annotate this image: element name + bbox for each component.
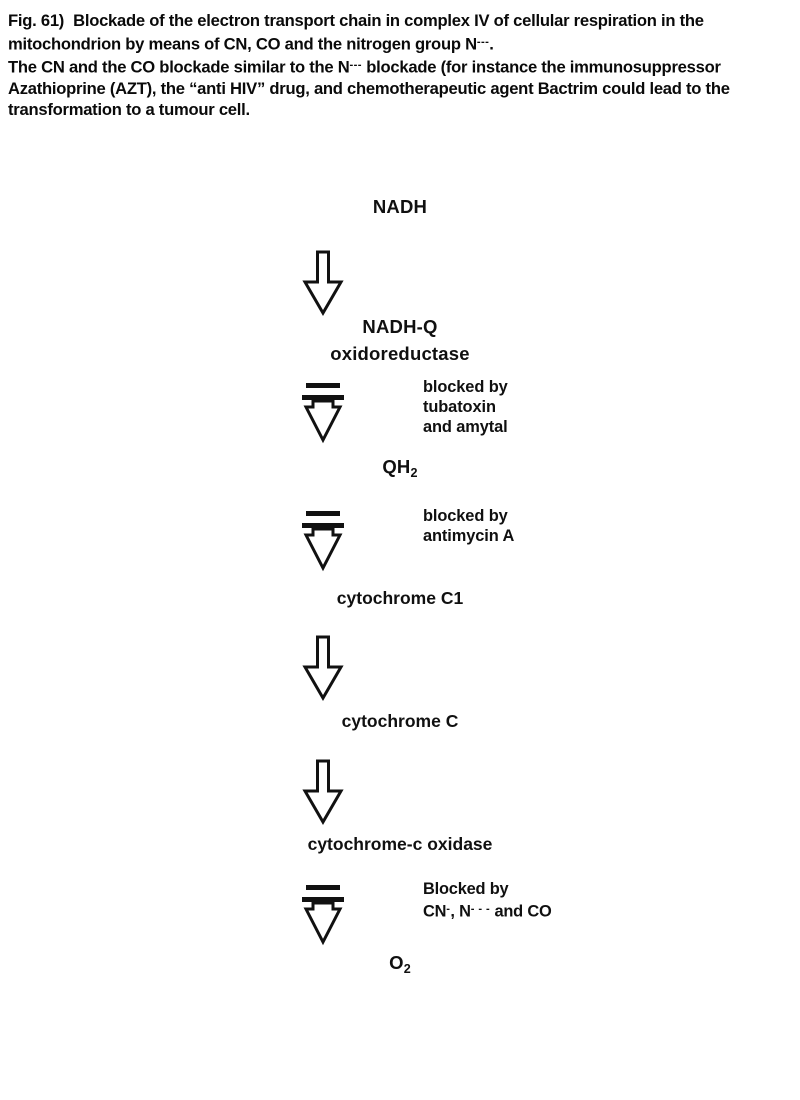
node-qh2: QH2 bbox=[0, 456, 800, 504]
block-bar-lower bbox=[302, 523, 344, 528]
nitrogen-superscript-1: --- bbox=[476, 35, 490, 48]
node-nadhq-oxidoreductase-line2: oxidoreductase bbox=[330, 343, 470, 364]
annotation-blocked-by-antimycin-a: blocked by antimycin A bbox=[423, 507, 515, 545]
node-nadhq-oxidoreductase-line1: NADH-Q bbox=[362, 316, 438, 337]
arrow-cytochrome-c-to-oxidase bbox=[0, 741, 800, 825]
arrow-row-qh2-to-cytochrome-c1: blocked by antimycin A bbox=[0, 504, 800, 588]
node-qh2-subscript: 2 bbox=[410, 466, 418, 481]
annotation-blocked-by-cn-n-co: Blocked by CN-, N- - - and CO bbox=[423, 879, 552, 922]
annotation-and-co: and CO bbox=[490, 902, 552, 921]
nitrogen-group-superscript: - - - bbox=[470, 903, 491, 915]
arrow-nadh-to-nadhq bbox=[0, 224, 800, 316]
node-o2-base: O bbox=[389, 952, 404, 973]
annotation-blocked-by-line1: Blocked by bbox=[423, 880, 509, 898]
arrow-row-cytochrome-c1-to-cytochrome-c bbox=[0, 618, 800, 711]
caption-paragraph-1-text: Blockade of the electron transport chain… bbox=[8, 11, 704, 54]
caption-paragraph-2-tail: blockade (for instance the immunosuppres… bbox=[8, 57, 730, 120]
arrow-row-nadh-to-nadhq bbox=[0, 224, 800, 316]
block-bar-upper bbox=[306, 511, 340, 516]
block-bar-lower bbox=[302, 395, 344, 400]
node-o2: O2 bbox=[0, 952, 800, 982]
caption-paragraph-1: Fig. 61)Blockade of the electron transpo… bbox=[8, 10, 792, 55]
arrow-row-oxidase-to-o2: Blocked by CN-, N- - - and CO bbox=[0, 864, 800, 952]
block-bar-upper bbox=[306, 885, 340, 890]
node-cytochrome-c-oxidase: cytochrome-c oxidase bbox=[307, 834, 493, 854]
node-nadh: NADH bbox=[372, 196, 428, 217]
node-qh2-base: QH bbox=[382, 456, 411, 477]
arrow-row-nadhq-to-qh2: blocked by tubatoxin and amytal bbox=[0, 373, 800, 456]
caption-paragraph-1-tail: . bbox=[489, 34, 494, 54]
arrow-nadhq-to-qh2 bbox=[0, 373, 800, 444]
annotation-blocked-by-tubatoxin: blocked by tubatoxin and amytal bbox=[423, 378, 508, 436]
caption-paragraph-2-head: The CN and the CO blockade similar to th… bbox=[8, 57, 350, 77]
block-bar-upper bbox=[306, 383, 340, 388]
arrow-oxidase-to-o2 bbox=[0, 864, 800, 946]
figure-caption: Fig. 61)Blockade of the electron transpo… bbox=[8, 10, 792, 121]
annotation-cn-base: CN bbox=[423, 902, 447, 921]
arrow-row-cytochrome-c-to-oxidase bbox=[0, 741, 800, 834]
caption-paragraph-2: The CN and the CO blockade similar to th… bbox=[8, 55, 792, 121]
node-cytochrome-c: cytochrome C bbox=[341, 711, 459, 731]
cyanide-charge-superscript: - bbox=[446, 903, 451, 915]
nitrogen-superscript-2: --- bbox=[349, 58, 362, 71]
arrow-cytochrome-c1-to-cytochrome-c bbox=[0, 618, 800, 701]
annotation-n-base: , N bbox=[450, 902, 471, 921]
node-cytochrome-c1: cytochrome C1 bbox=[336, 588, 464, 608]
arrow-qh2-to-cytochrome-c1 bbox=[0, 504, 800, 572]
block-bar-lower bbox=[302, 897, 344, 902]
figure-number: Fig. 61) bbox=[8, 11, 65, 30]
node-o2-subscript: 2 bbox=[403, 962, 411, 977]
electron-transport-chain-diagram: NADH NADH-Q oxidoreductase blocked by tu… bbox=[0, 196, 800, 982]
